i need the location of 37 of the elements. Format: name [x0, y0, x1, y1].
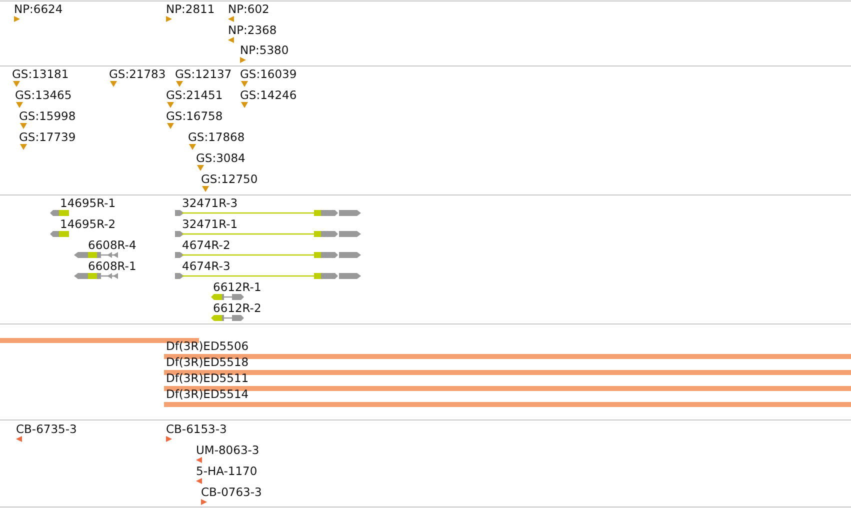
feature-label: NP:2368 [228, 24, 277, 37]
feature-label: 14695R-2 [60, 218, 116, 231]
feature-label: GS:17868 [188, 131, 245, 144]
feature-label: NP:5380 [240, 44, 289, 57]
feature-label: UM-8063-3 [196, 444, 260, 457]
feature-label: CB-6153-3 [166, 423, 227, 436]
feature-label: NP:6624 [14, 3, 63, 16]
feature-label: 5-HA-1170 [196, 465, 258, 478]
feature-label: NP:602 [228, 3, 270, 16]
feature-label: GS:12750 [201, 173, 258, 186]
feature-label: GS:12137 [175, 68, 232, 81]
feature-label: Df(3R)ED5518 [166, 356, 249, 369]
feature-label: Df(3R)ED5506 [166, 340, 249, 353]
feature-label: GS:16039 [240, 68, 297, 81]
feature-label: 6608R-4 [88, 239, 136, 252]
feature-label: CB-6735-3 [16, 423, 77, 436]
feature-label: GS:21783 [109, 68, 166, 81]
feature-label: GS:16758 [166, 110, 223, 123]
feature-label: 6612R-2 [213, 302, 262, 315]
feature-label: GS:15998 [19, 110, 76, 123]
feature-label: 6612R-1 [213, 281, 262, 294]
feature-label: 4674R-2 [182, 239, 230, 252]
feature-label: 32471R-3 [182, 197, 238, 210]
feature-label: GS:14246 [240, 89, 297, 102]
feature-label: 14695R-1 [60, 197, 116, 210]
feature-label: Df(3R)ED5514 [166, 388, 249, 401]
feature-label: NP:2811 [166, 3, 215, 16]
feature-label: GS:3084 [196, 152, 246, 165]
feature-label: CB-0763-3 [201, 486, 262, 499]
feature-label: GS:13465 [15, 89, 72, 102]
feature-label: 32471R-1 [182, 218, 238, 231]
feature-label: Df(3R)ED5511 [166, 372, 249, 385]
feature-label: GS:17739 [19, 131, 76, 144]
feature-label: GS:21451 [166, 89, 223, 102]
feature-label: 4674R-3 [182, 260, 230, 273]
feature-label: GS:13181 [12, 68, 69, 81]
feature-label: 6608R-1 [88, 260, 136, 273]
